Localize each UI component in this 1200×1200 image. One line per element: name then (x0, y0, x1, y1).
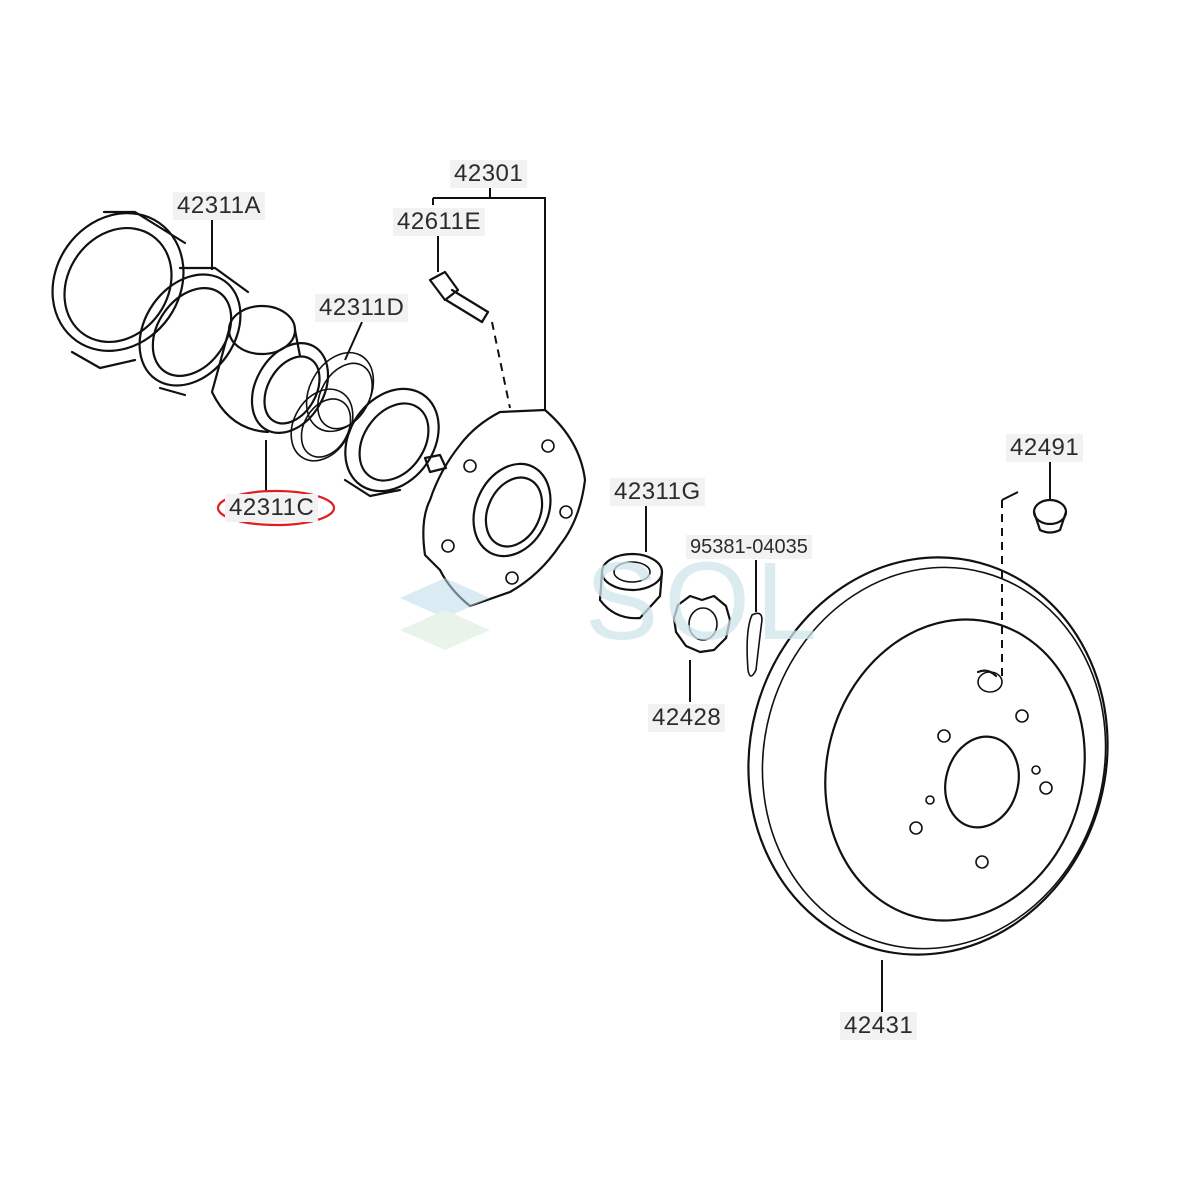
label-42431: 42431 (840, 1012, 918, 1040)
hub-flange (422, 408, 587, 608)
label-42311c: 42311C (225, 494, 319, 522)
hole-plug (1032, 498, 1068, 534)
watermark-logo (400, 578, 490, 650)
label-42301: 42301 (450, 160, 528, 188)
label-42311g: 42311G (610, 478, 705, 506)
lock-nut (598, 552, 664, 620)
brake-disc (747, 556, 1109, 956)
hub-bolt (428, 270, 490, 324)
label-42311a: 42311A (173, 192, 265, 220)
bearing-cylinder (210, 304, 330, 435)
watermark-text: SOL (585, 540, 824, 663)
nut-lock-cap (672, 594, 732, 654)
outer-race (138, 266, 250, 397)
label-42611e: 42611E (393, 208, 485, 236)
label-95381-04035: 95381-04035 (686, 535, 812, 559)
label-42491: 42491 (1006, 434, 1084, 462)
snap-rings (290, 351, 375, 462)
highlight-ring (216, 489, 336, 527)
label-42311d: 42311D (315, 294, 409, 322)
inner-race (343, 387, 440, 498)
label-42428: 42428 (648, 704, 726, 732)
outer-seal-ring (51, 210, 187, 370)
cotter-pin (746, 612, 763, 677)
